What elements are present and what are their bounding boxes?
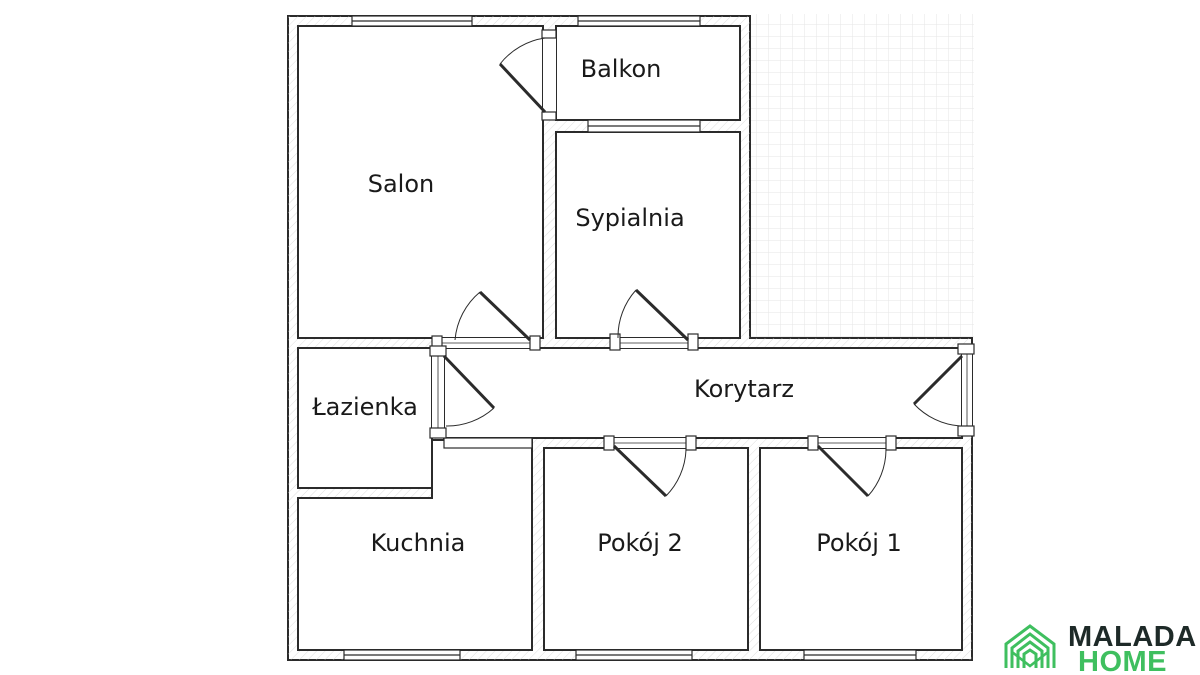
- grid-background: [748, 14, 974, 340]
- logo-line1: MALADA: [1068, 621, 1197, 653]
- room-label-kuchnia: Kuchnia: [371, 529, 466, 557]
- logo: MALADA HOME: [1004, 621, 1197, 675]
- windows: [343, 15, 917, 661]
- room-label-korytarz: Korytarz: [694, 375, 794, 403]
- room-label-pokoj1: Pokój 1: [816, 529, 902, 557]
- room-label-balkon: Balkon: [581, 55, 662, 83]
- room-label-sypialnia: Sypialnia: [575, 204, 684, 232]
- doors: [429, 29, 975, 498]
- room-label-lazienka: Łazienka: [311, 393, 418, 421]
- room-label-pokoj2: Pokój 2: [597, 529, 683, 557]
- house-icon: [1004, 624, 1056, 668]
- room-label-salon: Salon: [368, 170, 435, 198]
- logo-line2: HOME: [1078, 646, 1167, 675]
